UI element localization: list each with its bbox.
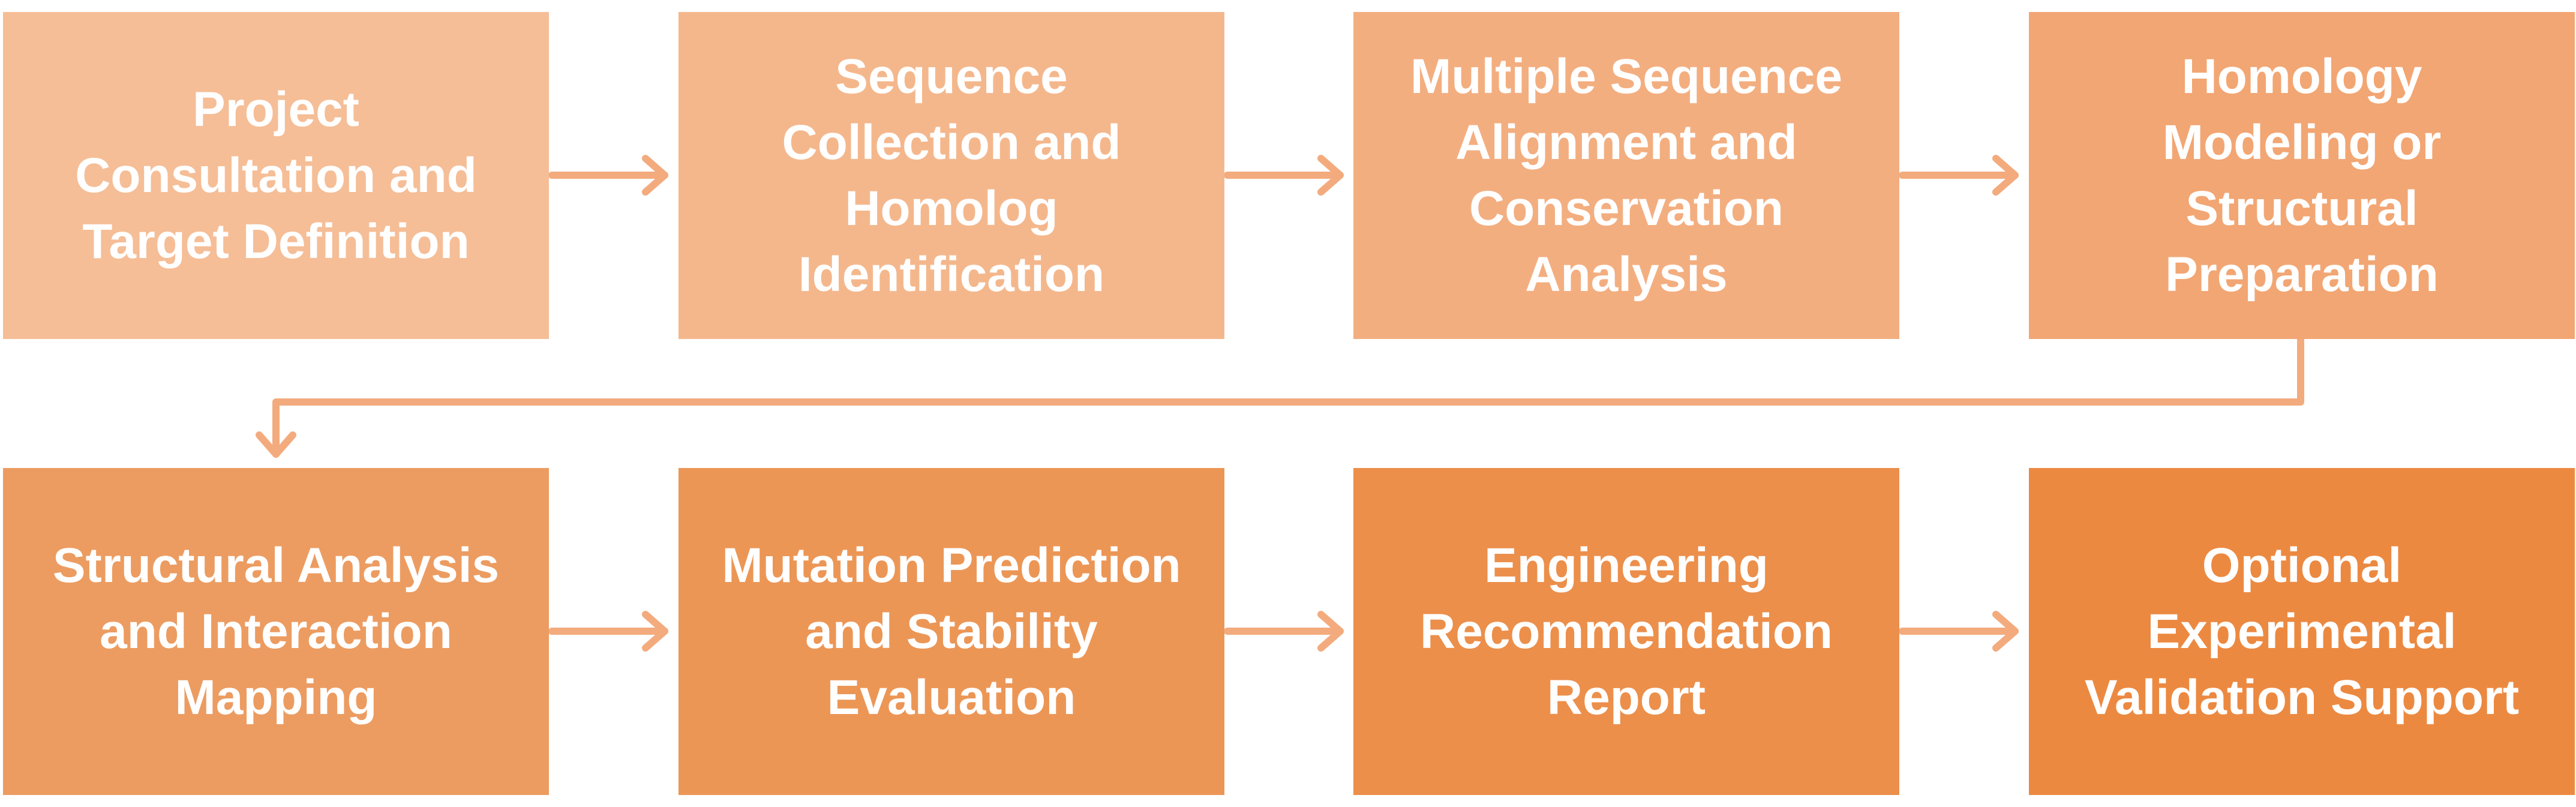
arrow-7-to-8 (1899, 611, 2019, 652)
arrow-3-to-4 (1899, 155, 2019, 196)
arrow-4-to-5 (256, 335, 2304, 458)
arrow-1-to-2 (548, 155, 668, 196)
arrow-6-to-7 (1224, 611, 1344, 652)
arrow-2-to-3 (1224, 155, 1344, 196)
arrow-5-to-6 (548, 611, 668, 652)
